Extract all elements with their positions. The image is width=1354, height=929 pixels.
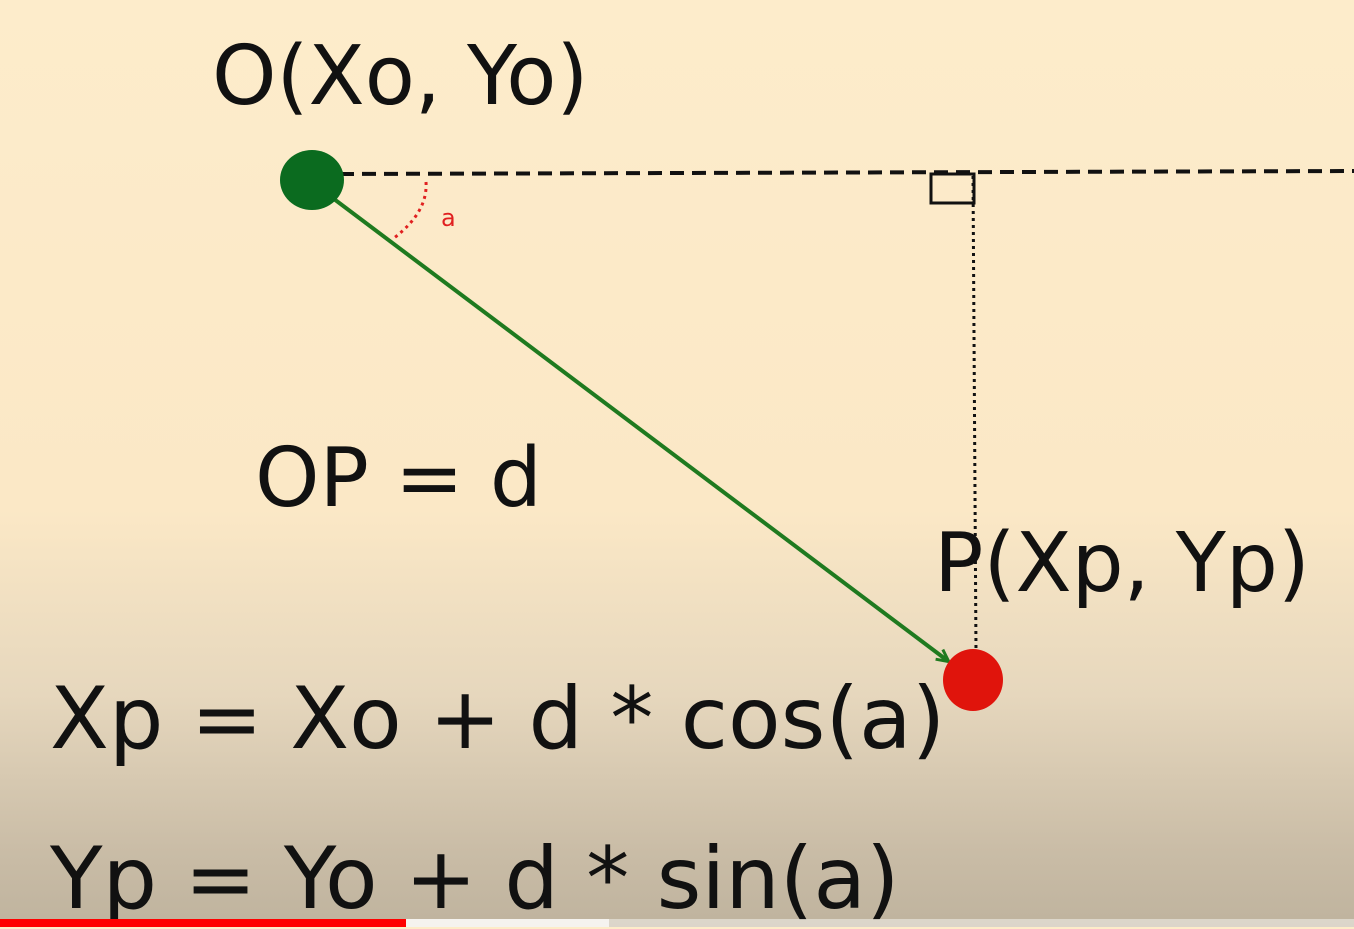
right-angle-marker <box>929 172 976 205</box>
origin-point <box>280 150 344 210</box>
vector-op <box>328 194 948 661</box>
distance-label: OP = d <box>255 431 542 526</box>
vertical-projection-line <box>971 175 978 653</box>
formula-x: Xp = Xo + d * cos(a) <box>50 669 946 769</box>
point-p <box>943 649 1003 711</box>
formula-y: Yp = Yo + d * sin(a) <box>50 829 900 929</box>
angle-label: a <box>441 204 456 232</box>
horizontal-reference-line <box>339 169 1354 176</box>
origin-label: O(Xo, Yo) <box>212 29 589 124</box>
video-progress-bar[interactable] <box>0 919 1354 927</box>
angle-arc <box>393 181 428 240</box>
point-label: P(Xp, Yp) <box>934 516 1310 611</box>
video-progress-played[interactable] <box>0 919 407 927</box>
